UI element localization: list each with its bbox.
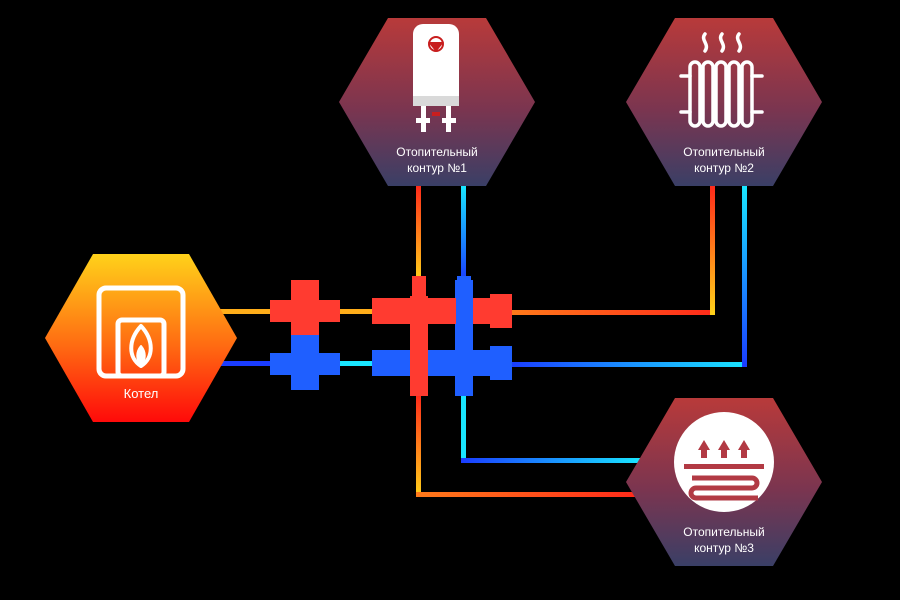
- radiator-icon: [679, 32, 764, 128]
- boiler-label: Котел: [123, 386, 159, 401]
- circuit2-return-v: [742, 186, 747, 367]
- circuit3-supply-h: [416, 492, 638, 497]
- circuit2-supply-v: [710, 186, 715, 315]
- hydraulic-separator: [270, 280, 340, 390]
- circuit3-return-v: [461, 395, 466, 463]
- circuit3-return-h: [461, 458, 641, 463]
- boiler-flame-icon: [96, 285, 186, 379]
- circuit2-node: [626, 18, 822, 186]
- boiler-hexagon: [45, 254, 237, 422]
- circuit1-label: Отопительный контур №1: [396, 145, 478, 175]
- pipes: [220, 186, 747, 497]
- distribution-manifold: [372, 276, 512, 396]
- boiler-return-pipe: [220, 361, 272, 366]
- boiler-node: [45, 254, 237, 422]
- manifold-link-hot: [338, 309, 374, 314]
- circuit2-hexagon: [626, 18, 822, 186]
- circuit2-supply-h: [510, 310, 715, 315]
- circuit2-label: Отопительный контур №2: [683, 145, 765, 175]
- underfloor-heating-icon: [674, 412, 774, 512]
- circuit1-node: [339, 18, 535, 186]
- circuit1-return-pipe: [461, 186, 466, 281]
- circuit1-supply-pipe: [416, 186, 421, 281]
- boiler-supply-pipe: [220, 309, 272, 314]
- manifold-link-cold: [338, 361, 374, 366]
- circuit3-supply-v: [416, 395, 421, 497]
- circuit3-node: [626, 398, 822, 566]
- circuit2-return-h: [510, 362, 747, 367]
- water-heater-icon: [413, 24, 459, 132]
- circuit3-label: Отопительный контур №3: [683, 525, 765, 555]
